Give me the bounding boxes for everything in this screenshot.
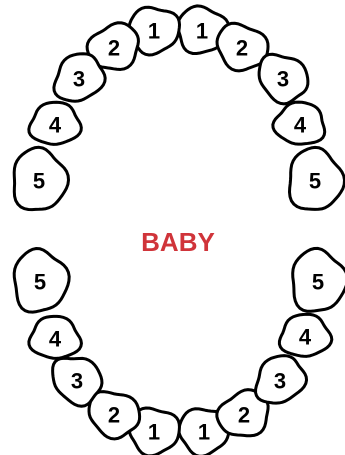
- tooth-number: 4: [299, 325, 312, 350]
- tooth-number: 3: [71, 369, 83, 394]
- tooth-number: 2: [108, 403, 120, 428]
- tooth-number: 4: [49, 327, 62, 352]
- tooth-number: 5: [34, 270, 46, 295]
- tooth-number: 5: [312, 270, 324, 295]
- tooth-lower-right-4: 4: [277, 312, 333, 358]
- title-baby: BABY: [141, 227, 215, 257]
- tooth-number: 1: [148, 420, 160, 445]
- tooth-number: 3: [73, 67, 85, 92]
- tooth-number: 3: [277, 67, 289, 92]
- tooth-number: 5: [309, 169, 321, 194]
- tooth-number: 3: [274, 369, 286, 394]
- tooth-number: 1: [196, 19, 208, 44]
- tooth-lower-left-5: 5: [14, 249, 69, 313]
- tooth-lower-right-5: 5: [293, 248, 345, 311]
- tooth-number: 4: [294, 113, 307, 138]
- tooth-number: 5: [33, 169, 45, 194]
- tooth-number: 2: [108, 36, 120, 61]
- tooth-number: 4: [49, 113, 62, 138]
- tooth-number: 1: [198, 420, 210, 445]
- tooth-upper-left-5: 5: [14, 147, 68, 209]
- tooth-number: 2: [236, 36, 248, 61]
- tooth-upper-right-4: 4: [271, 100, 327, 146]
- tooth-number: 1: [148, 19, 160, 44]
- tooth-upper-right-5: 5: [290, 147, 345, 209]
- tooth-upper-left-4: 4: [27, 100, 83, 146]
- tooth-lower-left-4: 4: [28, 314, 84, 360]
- tooth-number: 2: [238, 403, 250, 428]
